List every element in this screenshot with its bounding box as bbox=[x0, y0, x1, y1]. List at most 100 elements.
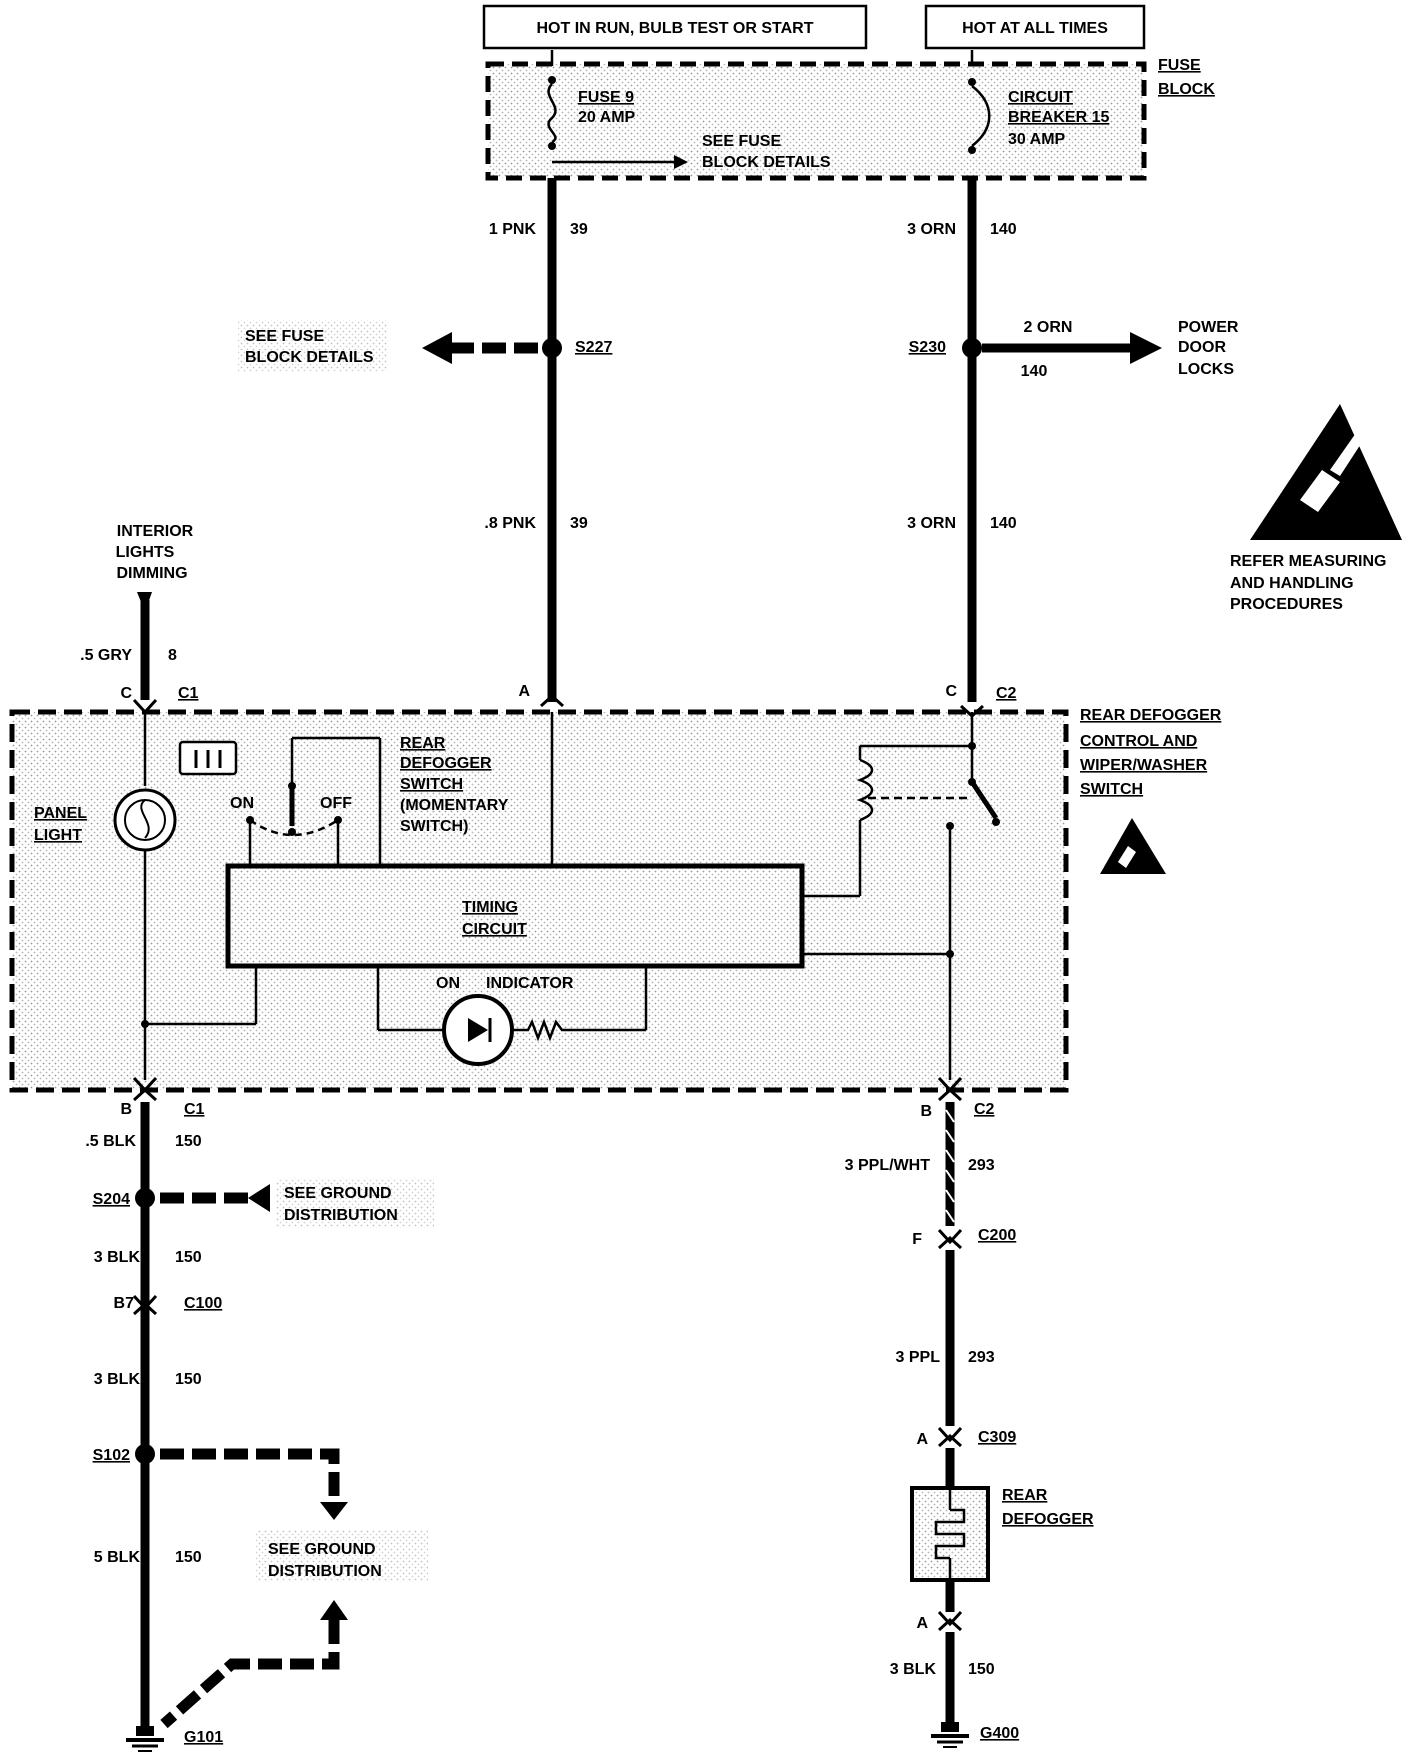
rear-defogger-grid: REAR DEFOGGER bbox=[910, 1486, 1094, 1582]
svg-text:HOT AT ALL TIMES: HOT AT ALL TIMES bbox=[962, 20, 1108, 37]
svg-text:SEE FUSE: SEE FUSE bbox=[702, 133, 781, 150]
interior-lights-dimming: INTERIOR LIGHTS DIMMING .5 GRY 8 bbox=[80, 523, 194, 700]
svg-text:3 BLK: 3 BLK bbox=[94, 1371, 141, 1388]
svg-text:BLOCK DETAILS: BLOCK DETAILS bbox=[702, 154, 831, 171]
svg-text:INTERIOR: INTERIOR bbox=[117, 523, 194, 540]
svg-text:POWER: POWER bbox=[1178, 319, 1239, 336]
svg-text:150: 150 bbox=[968, 1661, 995, 1678]
rear-defogger-switch: REAR DEFOGGER SWITCH (MOMENTARY SWITCH) … bbox=[230, 735, 509, 866]
splice-s204: S204 SEE GROUND DISTRIBUTION bbox=[93, 1178, 434, 1228]
svg-text:INDICATOR: INDICATOR bbox=[486, 975, 574, 992]
svg-text:30 AMP: 30 AMP bbox=[1008, 131, 1066, 148]
svg-text:2 ORN: 2 ORN bbox=[1024, 319, 1073, 336]
svg-text:ON: ON bbox=[436, 975, 460, 992]
connector-a-top bbox=[539, 693, 565, 708]
svg-text:LIGHT: LIGHT bbox=[34, 827, 82, 844]
fuse-details-arrow: SEE FUSE BLOCK DETAILS bbox=[552, 133, 831, 171]
svg-text:LIGHTS: LIGHTS bbox=[116, 544, 175, 561]
svg-text:(MOMENTARY: (MOMENTARY bbox=[400, 797, 509, 814]
svg-text:REFER MEASURING: REFER MEASURING bbox=[1230, 553, 1386, 570]
svg-text:140: 140 bbox=[990, 221, 1017, 238]
esd-warning-icon: REFER MEASURING AND HANDLING PROCEDURES bbox=[1230, 404, 1402, 613]
svg-text:SWITCH: SWITCH bbox=[400, 776, 463, 793]
svg-text:5 BLK: 5 BLK bbox=[94, 1549, 141, 1566]
svg-text:A: A bbox=[518, 683, 530, 700]
svg-text:3 ORN: 3 ORN bbox=[907, 221, 956, 238]
svg-text:150: 150 bbox=[175, 1249, 202, 1266]
svg-text:G101: G101 bbox=[184, 1729, 223, 1746]
svg-text:C: C bbox=[945, 683, 957, 700]
wire-ppl-wht-293: 3 PPL/WHT 293 bbox=[845, 1102, 995, 1226]
svg-text:150: 150 bbox=[175, 1549, 202, 1566]
svg-text:A: A bbox=[916, 1615, 928, 1632]
svg-text:8: 8 bbox=[168, 647, 177, 664]
esd-small-icon bbox=[1100, 818, 1166, 874]
splice-s102: S102 SEE GROUND DISTRIBUTION bbox=[93, 1444, 428, 1729]
timing-circuit: TIMING CIRCUIT bbox=[225, 863, 805, 969]
svg-text:.5 BLK: .5 BLK bbox=[85, 1133, 136, 1150]
splice-s230: S230 2 ORN 140 POWER DOOR LOCKS bbox=[909, 319, 1239, 380]
header-hot-all-times: HOT AT ALL TIMES bbox=[924, 4, 1146, 50]
svg-text:.5 GRY: .5 GRY bbox=[80, 647, 132, 664]
svg-text:150: 150 bbox=[175, 1133, 202, 1150]
svg-text:S227: S227 bbox=[575, 339, 612, 356]
svg-text:C200: C200 bbox=[978, 1227, 1016, 1244]
svg-text:DISTRIBUTION: DISTRIBUTION bbox=[284, 1207, 398, 1224]
svg-text:REAR DEFOGGER: REAR DEFOGGER bbox=[1080, 707, 1222, 724]
svg-text:FUSE: FUSE bbox=[1158, 57, 1201, 74]
connector-a-defogger: A bbox=[916, 1610, 963, 1632]
on-indicator: ON INDICATOR bbox=[376, 966, 648, 1066]
svg-text:C1: C1 bbox=[178, 685, 199, 702]
svg-text:293: 293 bbox=[968, 1349, 995, 1366]
svg-text:DISTRIBUTION: DISTRIBUTION bbox=[268, 1563, 382, 1580]
svg-text:BLOCK: BLOCK bbox=[1158, 81, 1215, 98]
header-hot-run: HOT IN RUN, BULB TEST OR START bbox=[482, 4, 868, 50]
circuit-breaker-15: CIRCUIT BREAKER 15 30 AMP bbox=[968, 50, 1109, 154]
svg-text:DIMMING: DIMMING bbox=[116, 565, 187, 582]
svg-text:1 PNK: 1 PNK bbox=[489, 221, 537, 238]
svg-text:CIRCUIT: CIRCUIT bbox=[462, 921, 527, 938]
svg-text:DEFOGGER: DEFOGGER bbox=[400, 755, 492, 772]
svg-text:39: 39 bbox=[570, 221, 588, 238]
svg-text:FUSE 9: FUSE 9 bbox=[578, 89, 634, 106]
svg-text:150: 150 bbox=[175, 1371, 202, 1388]
svg-text:3 ORN: 3 ORN bbox=[907, 515, 956, 532]
svg-text:C2: C2 bbox=[996, 685, 1017, 702]
svg-text:B7: B7 bbox=[114, 1295, 135, 1312]
svg-text:140: 140 bbox=[990, 515, 1017, 532]
svg-text:140: 140 bbox=[1021, 363, 1048, 380]
svg-text:REAR: REAR bbox=[400, 735, 446, 752]
svg-text:B: B bbox=[120, 1101, 132, 1118]
svg-text:LOCKS: LOCKS bbox=[1178, 361, 1234, 378]
svg-text:20 AMP: 20 AMP bbox=[578, 109, 636, 126]
svg-text:A: A bbox=[916, 1431, 928, 1448]
ground-g101: G101 bbox=[126, 1726, 223, 1752]
svg-text:ON: ON bbox=[230, 795, 254, 812]
svg-text:C1: C1 bbox=[184, 1101, 205, 1118]
svg-text:C2: C2 bbox=[974, 1101, 995, 1118]
svg-text:SEE GROUND: SEE GROUND bbox=[284, 1185, 392, 1202]
svg-text:293: 293 bbox=[968, 1157, 995, 1174]
svg-text:DEFOGGER: DEFOGGER bbox=[1002, 1511, 1094, 1528]
panel-light: PANEL LIGHT bbox=[34, 712, 258, 1080]
svg-text:TIMING: TIMING bbox=[462, 899, 518, 916]
svg-text:OFF: OFF bbox=[320, 795, 352, 812]
svg-text:C: C bbox=[120, 685, 132, 702]
svg-text:REAR: REAR bbox=[1002, 1487, 1048, 1504]
svg-text:SWITCH): SWITCH) bbox=[400, 818, 468, 835]
svg-text:39: 39 bbox=[570, 515, 588, 532]
svg-text:SEE GROUND: SEE GROUND bbox=[268, 1541, 376, 1558]
svg-text:AND HANDLING: AND HANDLING bbox=[1230, 575, 1354, 592]
svg-text:3 PPL/WHT: 3 PPL/WHT bbox=[845, 1157, 931, 1174]
defogger-relay bbox=[802, 712, 1000, 1080]
svg-text:S102: S102 bbox=[93, 1447, 130, 1464]
svg-text:.8 PNK: .8 PNK bbox=[484, 515, 536, 532]
svg-text:F: F bbox=[912, 1231, 922, 1248]
svg-text:PANEL: PANEL bbox=[34, 805, 87, 822]
connector-c309: A C309 bbox=[916, 1426, 1016, 1448]
svg-text:BLOCK DETAILS: BLOCK DETAILS bbox=[245, 349, 374, 366]
svg-text:3 PPL: 3 PPL bbox=[896, 1349, 941, 1366]
svg-text:B: B bbox=[920, 1103, 932, 1120]
